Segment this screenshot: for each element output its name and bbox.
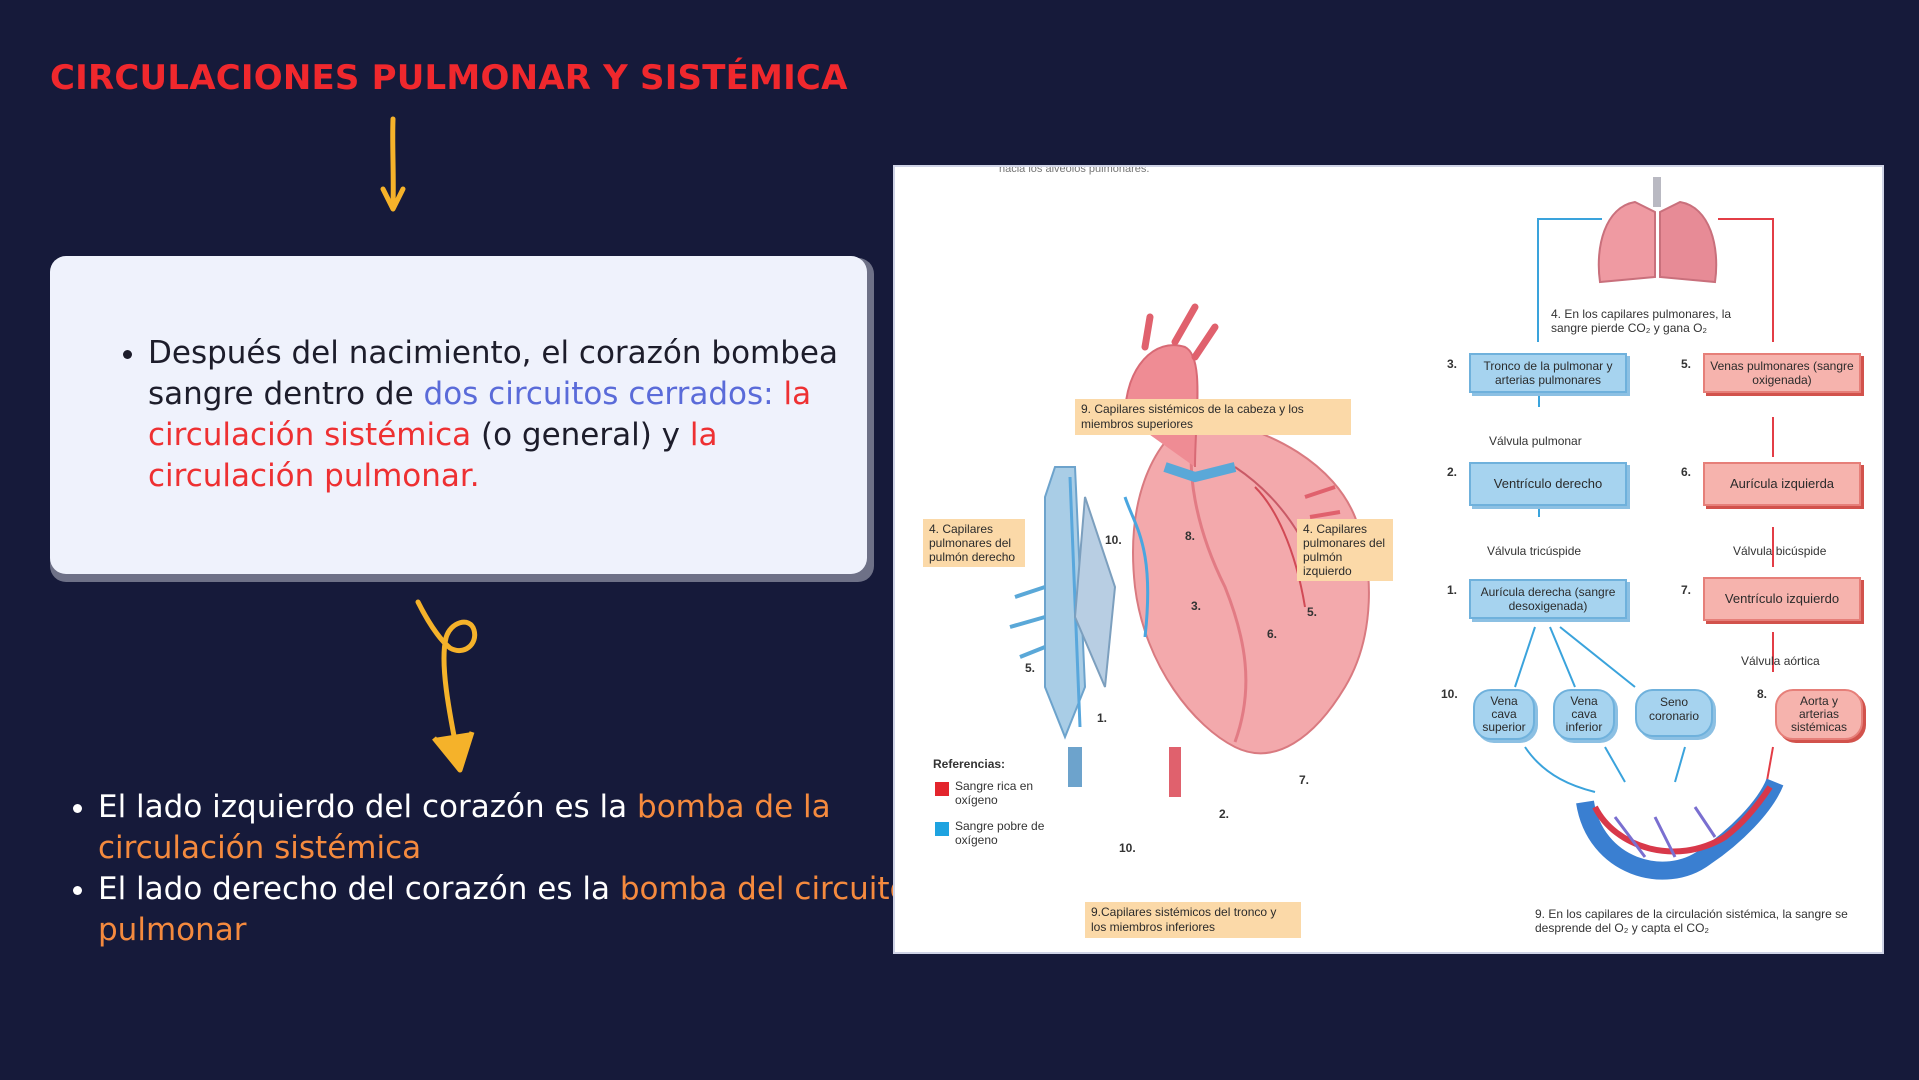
flow-aorta: Aorta y arterias sistémicas xyxy=(1775,689,1863,740)
flow-inferior-vena-cava: Vena cava inferior xyxy=(1553,689,1615,740)
card-bullet-1: Después del nacimiento, el corazón bombe… xyxy=(148,333,868,497)
flow-pulmonary-veins: Venas pulmonares (sangre oxigenada) xyxy=(1703,353,1861,393)
bullet-text: El lado izquierdo del corazón es la xyxy=(98,789,638,825)
step-number: 5. xyxy=(1681,357,1692,371)
lungs-illustration xyxy=(1597,177,1718,284)
flow-right-atrium: Aurícula derecha (sangre desoxigenada) xyxy=(1469,579,1627,619)
cut-off-text: hacia los alvéolos pulmonares. xyxy=(999,165,1150,175)
valve-aortic: Válvula aórtica xyxy=(1741,654,1820,668)
circulation-diagram: hacia los alvéolos pulmonares. 9. Capila… xyxy=(893,165,1884,954)
highlight-pulmonary: la circulación pulmonar. xyxy=(148,417,718,494)
valve-pulmonary: Válvula pulmonar xyxy=(1489,434,1582,448)
highlight-systemic: la circulación sistémica xyxy=(148,376,812,453)
flow-superior-vena-cava: Vena cava superior xyxy=(1473,689,1535,740)
heart-number: 5. xyxy=(1307,605,1318,619)
curly-arrow-icon xyxy=(415,599,478,773)
heart-number: 5. xyxy=(1025,661,1036,675)
highlight-left-pump: bomba de la circulación sistémica xyxy=(98,789,831,866)
legend-red-swatch xyxy=(935,782,949,796)
legend-blue-swatch xyxy=(935,822,949,836)
card-bullets: Después del nacimiento, el corazón bombe… xyxy=(120,333,868,497)
flow-left-atrium: Aurícula izquierda xyxy=(1703,462,1861,506)
highlight-right-pump: bomba del circuito pulmonar xyxy=(98,871,909,948)
capillary-caption: 9. En los capilares de la circulación si… xyxy=(1535,907,1848,935)
diagram-graphics xyxy=(935,177,1784,880)
valve-tricuspid: Válvula tricúspide xyxy=(1487,544,1582,558)
legend-title: Referencias: xyxy=(933,757,1006,771)
valve-bicuspid: Válvula bicúspide xyxy=(1733,544,1827,558)
heart-illustration xyxy=(1009,303,1370,797)
step-number: 8. xyxy=(1757,687,1768,701)
legend-red-label: Sangre rica en oxígeno xyxy=(955,779,1034,807)
note-trunk-capillaries: 9.Capilares sistémicos del tronco y los … xyxy=(1085,902,1301,938)
bottom-bullets: El lado izquierdo del corazón es la bomb… xyxy=(70,787,918,951)
highlight-circuits: dos circuitos cerrados: xyxy=(423,376,774,412)
heart-number: 2. xyxy=(1219,807,1230,821)
heart-number: 7. xyxy=(1299,773,1310,787)
bullet-text: El lado derecho del corazón es la xyxy=(98,871,620,907)
step-number: 6. xyxy=(1681,465,1692,479)
flow-left-ventricle: Ventrículo izquierdo xyxy=(1703,577,1861,621)
legend-blue-label: Sangre pobre de oxígeno xyxy=(955,819,1045,847)
step-number: 3. xyxy=(1447,357,1458,371)
flow-right-ventricle: Ventrículo derecho xyxy=(1469,462,1627,506)
heart-number: 8. xyxy=(1185,529,1196,543)
heart-number: 10. xyxy=(1119,841,1136,855)
card-text: Después del nacimiento, el corazón bombe… xyxy=(148,335,838,412)
step-number: 1. xyxy=(1447,583,1458,597)
capillary-bed-illustration xyxy=(1576,778,1784,880)
heart-number: 10. xyxy=(1105,533,1122,547)
heart-number: 6. xyxy=(1267,627,1278,641)
step-number: 10. xyxy=(1441,687,1458,701)
flow-coronary-sinus: Seno coronario xyxy=(1635,689,1713,737)
down-arrow-icon xyxy=(380,116,406,212)
bottom-bullet-2: El lado derecho del corazón es la bomba … xyxy=(98,869,918,951)
heart-number: 3. xyxy=(1191,599,1202,613)
step-number: 7. xyxy=(1681,583,1692,597)
card-text-2: (o general) y xyxy=(471,417,690,453)
lung-caption: 4. En los capilares pulmonares, la sangr… xyxy=(1551,307,1732,335)
heart-number: 1. xyxy=(1097,711,1108,725)
note-right-lung: 4. Capilares pulmonares del pulmón derec… xyxy=(923,519,1025,567)
note-head-capillaries: 9. Capilares sistémicos de la cabeza y l… xyxy=(1075,399,1351,435)
info-card xyxy=(50,256,867,574)
page-title: CIRCULACIONES PULMONAR Y SISTÉMICA xyxy=(50,58,848,98)
step-number: 2. xyxy=(1447,465,1458,479)
note-left-lung: 4. Capilares pulmonares del pulmón izqui… xyxy=(1297,519,1393,581)
bottom-bullet-1: El lado izquierdo del corazón es la bomb… xyxy=(98,787,918,869)
flow-pulmonary-trunk: Tronco de la pulmonar y arterias pulmona… xyxy=(1469,353,1627,393)
